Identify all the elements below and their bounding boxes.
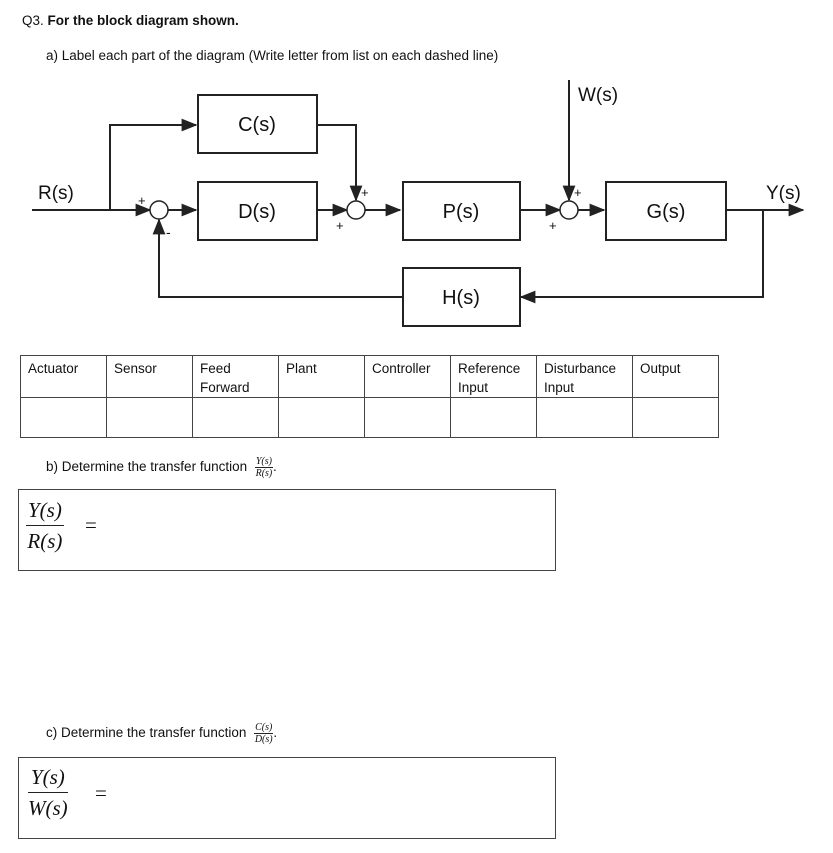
block-p-label: P(s) (443, 201, 480, 223)
header-reference-input: Reference Input (450, 355, 537, 398)
part-c-lhs-fraction: Y(s) W(s) (28, 764, 68, 821)
question-title: Q3. For the block diagram shown. (22, 13, 239, 28)
answer-cell-actuator[interactable] (20, 397, 107, 438)
summing-junction-2 (346, 200, 366, 220)
block-g-label: G(s) (647, 201, 686, 223)
s1-top-sign: + (138, 193, 146, 208)
block-c-label: C(s) (238, 114, 276, 136)
c-to-s2-line (317, 124, 363, 202)
answer-cell-output[interactable] (632, 397, 719, 438)
part-c-equals: = (95, 781, 107, 805)
part-b-lhs-numerator: Y(s) (26, 497, 64, 526)
summing-junction-3 (559, 200, 579, 220)
summing-junction-1 (149, 200, 169, 220)
header-actuator: Actuator (20, 355, 107, 398)
part-b-inline-fraction: Y(s) R(s) (254, 456, 273, 479)
feedback-line-to-h (519, 210, 764, 304)
part-b-inline-numerator: Y(s) (254, 456, 273, 468)
question-heading: For the block diagram shown. (47, 13, 239, 28)
answer-cell-plant[interactable] (278, 397, 365, 438)
s3-bottom-sign: + (549, 218, 557, 233)
s1-bottom-sign: - (166, 224, 171, 240)
label-table: Actuator Sensor Feed Forward Plant Contr… (20, 355, 719, 438)
answer-cell-feed-forward[interactable] (192, 397, 279, 438)
header-controller: Controller (364, 355, 451, 398)
part-b-period: . (273, 459, 277, 475)
block-h-label: H(s) (442, 287, 480, 309)
part-c-text: c) Determine the transfer function (46, 725, 247, 741)
header-plant: Plant (278, 355, 365, 398)
part-b-answer-box[interactable] (18, 489, 556, 571)
answer-cell-controller[interactable] (364, 397, 451, 438)
part-c-lhs-denominator: W(s) (28, 796, 68, 820)
feedback-line-to-s1 (152, 218, 403, 298)
label-table-answer-row (20, 397, 719, 438)
block-p (402, 181, 521, 241)
part-c-lhs-numerator: Y(s) (28, 764, 68, 793)
part-b-inline-denominator: R(s) (255, 468, 273, 479)
part-c-instruction: c) Determine the transfer function C(s) … (46, 722, 277, 745)
part-b-equals: = (85, 513, 97, 537)
answer-cell-sensor[interactable] (106, 397, 193, 438)
s2-top-sign: + (361, 185, 369, 200)
part-c-answer-box[interactable] (18, 757, 556, 839)
block-c (197, 94, 318, 154)
output-signal-label: Y(s) (766, 183, 801, 204)
part-c-inline-numerator: C(s) (254, 722, 274, 734)
answer-cell-reference-input[interactable] (450, 397, 537, 438)
s2-bottom-sign: + (336, 218, 344, 233)
part-c-inline-denominator: D(s) (254, 734, 273, 745)
label-table-header-row: Actuator Sensor Feed Forward Plant Contr… (20, 355, 719, 398)
header-disturbance-input: Disturbance Input (536, 355, 633, 398)
block-diagram: C(s) D(s) P(s) G(s) H(s) R(s) Y(s) W(s) … (32, 80, 805, 327)
part-b-lhs-fraction: Y(s) R(s) (26, 497, 64, 554)
part-a-instruction: a) Label each part of the diagram (Write… (46, 48, 499, 63)
input-signal-label: R(s) (38, 183, 74, 204)
block-d (197, 181, 318, 241)
header-sensor: Sensor (106, 355, 193, 398)
answer-cell-disturbance-input[interactable] (536, 397, 633, 438)
part-b-instruction: b) Determine the transfer function Y(s) … (46, 456, 277, 479)
s3-top-sign: + (574, 185, 582, 200)
header-feed-forward: Feed Forward (192, 355, 279, 398)
question-number: Q3. (22, 13, 44, 28)
block-h (402, 267, 521, 327)
block-g (605, 181, 727, 241)
part-b-lhs-denominator: R(s) (27, 529, 63, 553)
part-c-inline-fraction: C(s) D(s) (254, 722, 274, 745)
block-d-label: D(s) (238, 201, 276, 223)
header-output: Output (632, 355, 719, 398)
feedforward-branch-line (109, 118, 198, 210)
part-b-text: b) Determine the transfer function (46, 459, 248, 475)
disturbance-signal-label: W(s) (578, 85, 618, 106)
part-c-period: . (273, 725, 278, 741)
